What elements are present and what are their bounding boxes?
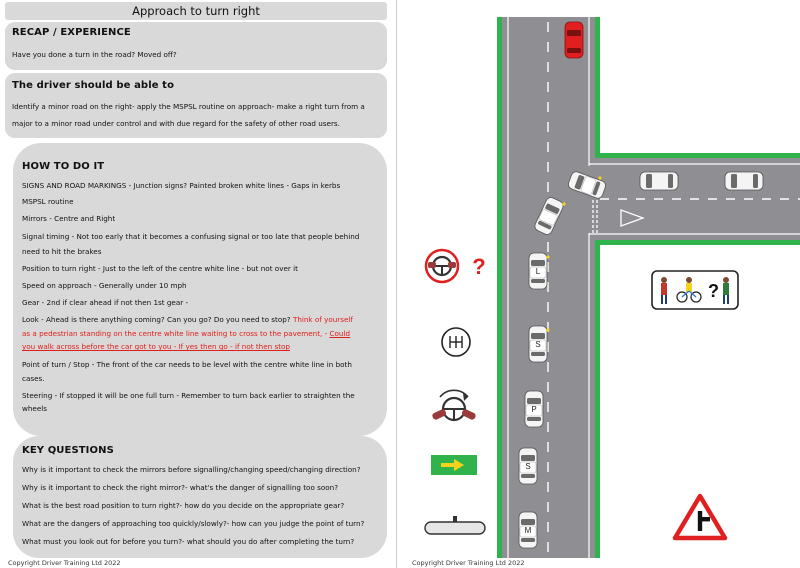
pedestrian-cyclist-question-icon: ? (651, 270, 739, 310)
car-label-p: P (531, 405, 536, 414)
how-look-3: you walk across before the car got to yo… (22, 342, 290, 351)
lesson-panel: Approach to turn right RECAP / EXPERIENC… (0, 0, 396, 568)
steering-turn-icon (432, 389, 476, 422)
how-point-1: Point of turn / Stop - The front of the … (22, 360, 352, 369)
side-road-verge-top (595, 153, 800, 158)
key-question-1: Why is it important to check the mirrors… (22, 465, 361, 474)
steering-question-mark: ? (472, 254, 485, 279)
pedestrian-question-mark: ? (708, 281, 719, 301)
key-question-5: What must you look out for before you tu… (22, 537, 355, 546)
how-look-2: as a pedestrian standing on the centre w… (22, 329, 350, 339)
side-road-car-2 (724, 171, 764, 191)
side-road-verge-bottom (595, 240, 800, 245)
how-mspsl: MSPSL routine (22, 197, 74, 206)
car-label-m: M (525, 526, 532, 535)
outcome-heading: The driver should be able to (12, 80, 175, 91)
right-verge-bottom (595, 245, 600, 558)
recap-text: Have you done a turn in the road? Moved … (12, 50, 177, 59)
how-steer-2: wheels (22, 404, 48, 413)
page-title: Approach to turn right (5, 2, 387, 20)
diagram-panel: L S P S M ? (397, 0, 800, 568)
page-divider (396, 0, 397, 568)
copyright-left: Copyright Driver Training Ltd 2022 (8, 559, 121, 567)
outcome-line-2: major to a minor road under control and … (12, 119, 340, 128)
key-questions-box: KEY QUESTIONS Why is it important to che… (13, 436, 387, 558)
look-1-text: Look - Ahead is there anything coming? C… (22, 315, 291, 324)
gear-stick-icon (441, 327, 471, 357)
how-gear: Gear - 2nd if clear ahead if not then 1s… (22, 298, 189, 307)
key-heading: KEY QUESTIONS (22, 445, 114, 456)
how-speed: Speed on approach - Generally under 10 m… (22, 281, 187, 290)
give-way-triangle (620, 209, 645, 227)
left-verge (497, 17, 502, 558)
how-point-2: cases. (22, 374, 45, 383)
key-question-3: What is the best road position to turn r… (22, 501, 345, 510)
key-question-2: Why is it important to check the right m… (22, 483, 339, 492)
how-signal-2: need to hit the brakes (22, 247, 102, 256)
car-label-s1: S (535, 340, 540, 349)
how-signal-1: Signal timing - Not too early that it be… (22, 232, 360, 241)
recap-heading: RECAP / EXPERIENCE (12, 27, 131, 38)
right-verge-top (595, 17, 600, 158)
copyright-right: Copyright Driver Training Ltd 2022 (412, 559, 525, 567)
recap-box: RECAP / EXPERIENCE Have you done a turn … (5, 22, 387, 70)
key-question-4: What are the dangers of approaching too … (22, 519, 365, 528)
road-diagram: L S P S M ? (424, 17, 800, 558)
rear-mirror-icon (424, 516, 486, 535)
oncoming-red-car (564, 21, 584, 59)
how-mirrors: Mirrors - Centre and Right (22, 214, 116, 223)
how-steer-1: Steering - If stopped it will be one ful… (22, 391, 355, 400)
look-1-highlight: Think of yourself (292, 315, 353, 324)
car-label-s2: S (525, 462, 530, 471)
look-2-highlight: Could (329, 329, 351, 338)
how-signs: SIGNS AND ROAD MARKINGS - Junction signs… (22, 181, 341, 190)
look-2-text: as a pedestrian standing on the centre w… (22, 329, 328, 338)
steering-wheel-check-icon (424, 248, 460, 284)
how-position: Position to turn right - Just to the lef… (22, 264, 298, 273)
outcome-line-1: Identify a minor road on the right- appl… (12, 102, 365, 111)
side-road-warning-sign-icon (672, 493, 728, 541)
side-road-car-1 (639, 171, 679, 191)
how-to-box: HOW TO DO IT SIGNS AND ROAD MARKINGS - J… (13, 143, 387, 436)
right-indicator-icon (431, 455, 477, 475)
outcome-box: The driver should be able to Identify a … (5, 73, 387, 138)
car-label-l: L (536, 267, 541, 276)
how-look-1: Look - Ahead is there anything coming? C… (22, 315, 353, 325)
how-heading: HOW TO DO IT (22, 161, 105, 172)
